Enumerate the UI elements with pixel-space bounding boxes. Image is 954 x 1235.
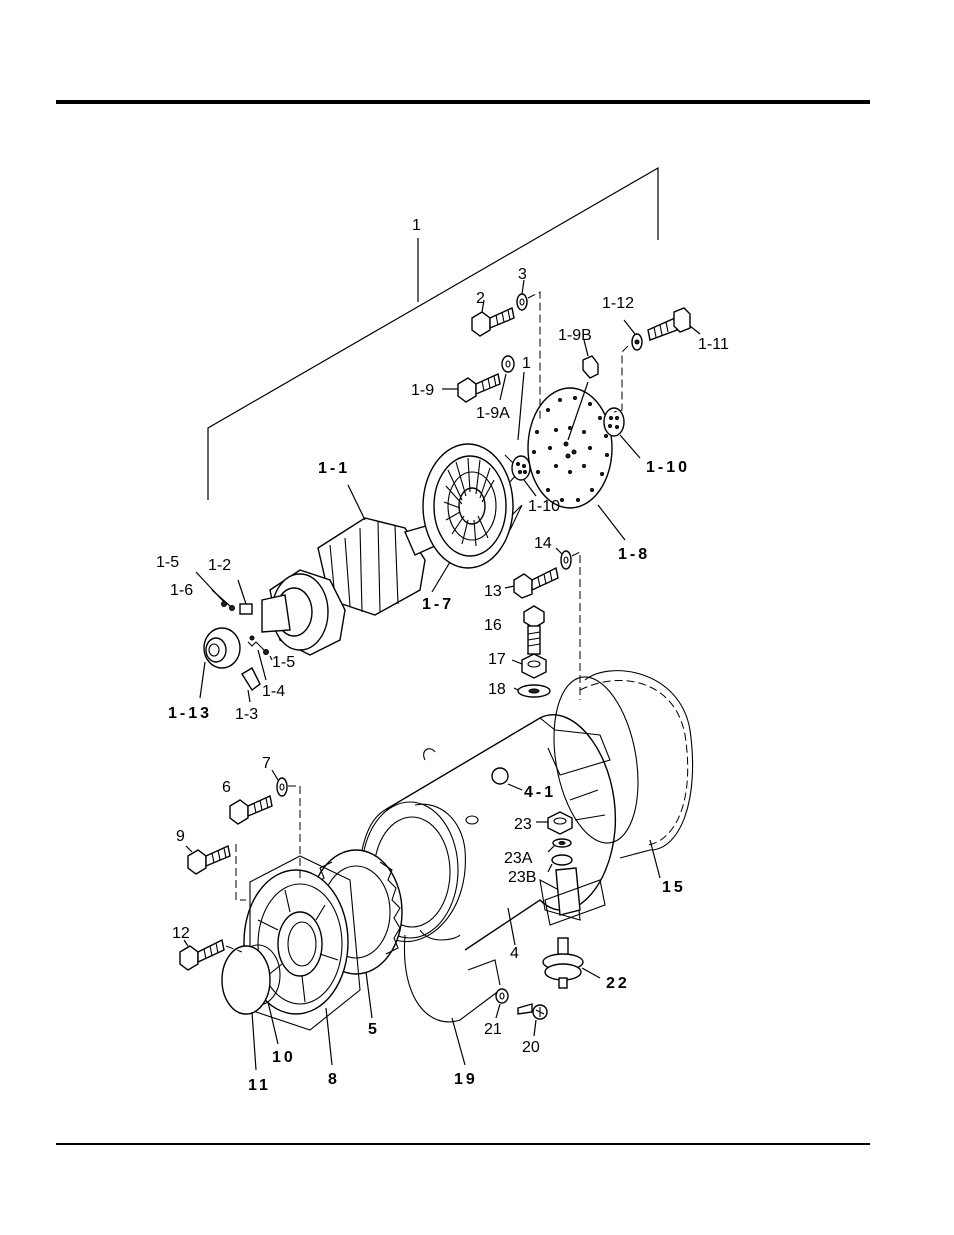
label-1-12: 1-12 (602, 295, 634, 312)
label-1-9A: 1-9A (476, 405, 510, 422)
label-1-9B: 1-9B (558, 327, 592, 344)
vibration-isolator-22 (543, 938, 600, 988)
label-1-5: 1-5 (156, 554, 179, 571)
washer-1-9A (500, 356, 514, 400)
bottom-rule (56, 1143, 870, 1145)
label-2: 2 (476, 290, 485, 307)
label-16: 16 (484, 617, 502, 634)
rotor-1-1 (262, 485, 448, 655)
label-3: 3 (518, 266, 527, 283)
label-15: 15 (662, 879, 686, 896)
label-1-2: 1-2 (208, 557, 231, 574)
label-1-11: 1-11 (698, 336, 729, 353)
screw-20 (518, 1004, 547, 1036)
label-7: 7 (262, 755, 271, 772)
label-17: 17 (488, 651, 506, 668)
capscrew-1-11 (648, 308, 700, 340)
label-12: 12 (172, 925, 190, 942)
label-11: 11 (248, 1077, 271, 1094)
washer-18 (514, 685, 550, 697)
brush-1-3 (242, 668, 260, 702)
brush-holder-1-2 (238, 580, 252, 614)
label-10: 10 (272, 1049, 296, 1066)
cover-19 (404, 935, 500, 1065)
label-1-6: 1-6 (170, 582, 193, 599)
label-1-13: 1-13 (168, 705, 212, 722)
label-22: 22 (606, 975, 630, 992)
lockwasher-7 (272, 770, 287, 796)
label-20: 20 (522, 1039, 540, 1056)
label-4: 4 (510, 945, 519, 962)
label-6: 6 (222, 779, 231, 796)
lockwasher-3 (517, 280, 527, 310)
bearing-1-13 (200, 628, 240, 698)
label-1-7: 1-7 (422, 596, 454, 613)
capscrew-1-9 (442, 374, 500, 402)
label-1-9: 1-9 (411, 382, 434, 399)
label-19: 19 (454, 1071, 478, 1088)
label-21: 21 (484, 1021, 502, 1038)
label-23A: 23A (504, 850, 533, 867)
label-23: 23 (514, 816, 532, 833)
lockwasher-21 (496, 989, 508, 1018)
label-13: 13 (484, 583, 502, 600)
label-18: 18 (488, 681, 506, 698)
lockwasher-14 (556, 548, 571, 569)
fan-1-7 (423, 444, 522, 592)
label-9: 9 (176, 828, 185, 845)
capscrew-6 (230, 796, 272, 824)
bolt-16 (524, 606, 544, 654)
label-23B: 23B (508, 869, 536, 886)
label-1-1: 1-1 (318, 460, 350, 477)
label-1-4: 1-4 (262, 683, 285, 700)
label-1: 1 (522, 355, 531, 372)
nut-17 (512, 654, 546, 678)
label-1-10: 1-10 (646, 459, 690, 476)
label-1: 1 (412, 217, 421, 234)
label-1-5: 1-5 (272, 654, 295, 671)
capscrew-9 (186, 846, 230, 874)
capscrew-13 (505, 568, 558, 598)
label-14: 14 (534, 535, 552, 552)
label-8: 8 (328, 1071, 340, 1088)
label-5: 5 (368, 1021, 380, 1038)
label-1-3: 1-3 (235, 706, 258, 723)
nut-1-9B (583, 340, 598, 378)
label-1-10: 1-10 (528, 498, 560, 515)
label-1-8: 1-8 (618, 546, 650, 563)
label-4-1: 4-1 (524, 784, 556, 801)
screen-11 (222, 946, 270, 1070)
washer-1-12 (624, 320, 642, 350)
capscrew-12 (180, 940, 224, 970)
